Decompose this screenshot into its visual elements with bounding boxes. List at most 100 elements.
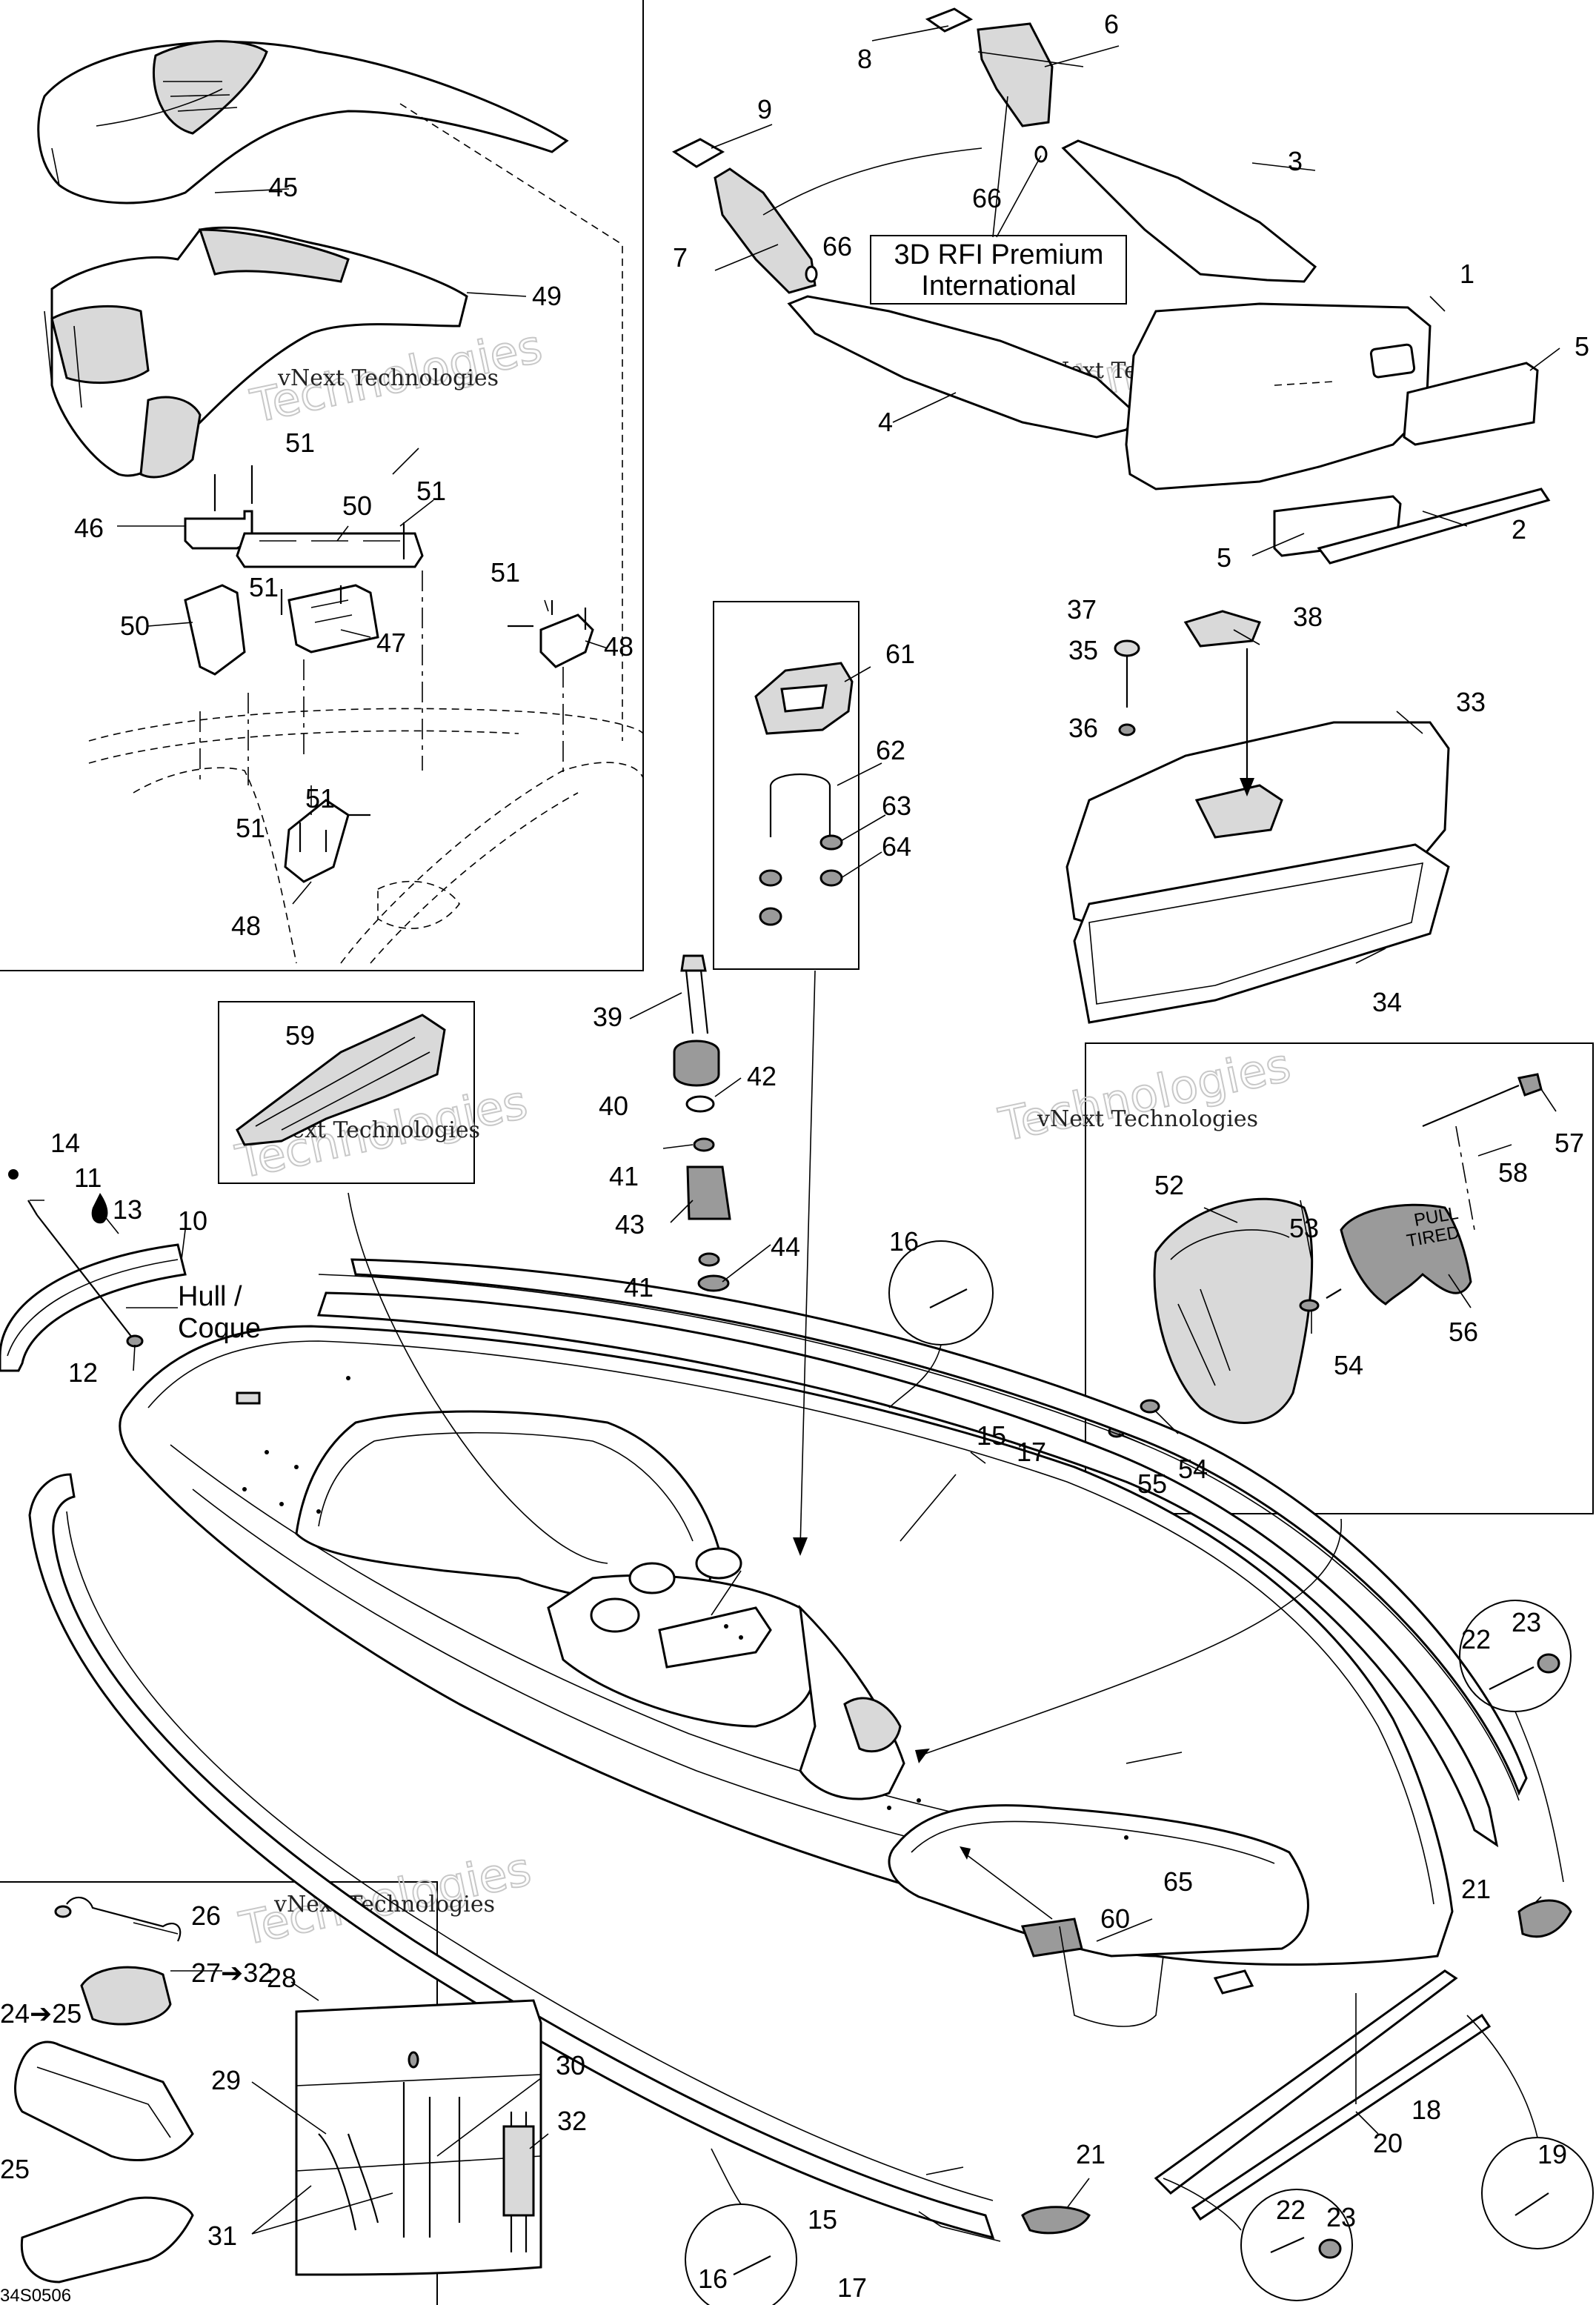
callout-47: 47 [376,628,406,658]
callout-3: 3 [1288,146,1303,176]
hull-label: Hull / Coque [178,1281,261,1344]
callout-14: 14 [50,1128,80,1158]
svg-text:Technologies: Technologies [994,1037,1295,1151]
callout-57: 57 [1555,1128,1584,1158]
callout-17: 17 [837,2272,867,2303]
callout-22: 22 [1461,1624,1491,1654]
callout-45: 45 [268,172,298,202]
callout-29: 29 [211,2065,241,2095]
handle-kit [754,662,854,926]
callout-54: 54 [1178,1454,1208,1484]
leader-lines [30,25,1560,2242]
callout-32: 32 [557,2106,587,2136]
callout-4: 4 [878,407,893,437]
callout-22: 22 [1276,2195,1306,2225]
version-box: 3D RFI Premium International [870,235,1127,305]
callout-23: 23 [1326,2202,1356,2232]
callout-37: 37 [1067,594,1097,625]
callout-40: 40 [599,1091,628,1121]
svg-text:International: International [921,270,1076,302]
callout-42: 42 [747,1061,777,1091]
callout-52: 52 [1154,1170,1184,1200]
drawing-code: 34S0506 [0,2286,71,2305]
callout-38: 38 [1293,602,1323,632]
callout-20: 20 [1373,2128,1403,2158]
callout-26: 26 [191,1900,221,1931]
callout-6: 6 [1104,9,1119,39]
callout-50: 50 [342,490,372,521]
callout-25: 25 [0,2154,30,2184]
callout-51: 51 [285,428,315,458]
storage-cover [1065,610,1450,1024]
callout-17: 17 [1017,1437,1046,1467]
callout-34: 34 [1372,987,1402,1017]
svg-text:Coque: Coque [178,1313,261,1344]
callout-15: 15 [808,2204,837,2235]
callout-66: 66 [972,183,1002,213]
callout-5: 5 [1217,542,1231,573]
svg-text:Hull /: Hull / [178,1281,242,1312]
callout-24-25: 24➔25 [0,1998,82,2029]
hull-deck [119,1258,1528,2027]
callout-19: 19 [1537,2139,1567,2169]
callout-39: 39 [593,1002,622,1032]
callout-56: 56 [1449,1317,1478,1347]
callout-9: 9 [757,94,772,124]
callout-8: 8 [857,44,872,74]
callout-21: 21 [1461,1874,1491,1904]
detail-52-58: PULL TIRED [1108,1073,1543,1438]
mats-decals [671,7,1551,565]
callout-10: 10 [178,1205,207,1236]
callout-55: 55 [1137,1469,1167,1499]
callout-49: 49 [532,281,562,311]
bumper-stack [673,954,731,1292]
detail-59 [236,1014,446,1146]
svg-text:3D RFI Premium: 3D RFI Premium [894,239,1104,270]
callout-51: 51 [416,476,446,506]
seat-assembly [37,40,644,964]
callout-64: 64 [882,831,911,862]
callout-13: 13 [113,1194,142,1225]
callout-41: 41 [624,1272,654,1303]
callout-60: 60 [1100,1903,1130,1934]
callout-51: 51 [305,783,335,814]
callout-1: 1 [1460,259,1474,289]
callout-61: 61 [885,639,915,669]
callout-23: 23 [1512,1607,1541,1637]
callout-58: 58 [1498,1157,1528,1188]
callout-33: 33 [1456,687,1486,717]
callout-18: 18 [1412,2095,1441,2125]
callout-28: 28 [267,1963,296,1993]
callout-43: 43 [615,1209,645,1240]
tool-kit [14,1896,542,2284]
callout-44: 44 [771,1231,800,1262]
callout-63: 63 [882,791,911,821]
callout-54: 54 [1334,1350,1363,1380]
callout-48: 48 [231,911,261,941]
callout-66: 66 [822,231,852,262]
callout-46: 46 [74,513,104,543]
callout-65: 65 [1163,1866,1193,1897]
svg-text:vNext Technologies: vNext Technologies [273,1892,495,1917]
callout-53: 53 [1289,1213,1319,1243]
callout-50: 50 [120,611,150,641]
callout-2: 2 [1512,514,1526,545]
svg-text:vNext Technologies: vNext Technologies [1037,1106,1258,1132]
callout-5: 5 [1575,331,1589,362]
svg-text:vNext Technologies: vNext Technologies [277,365,499,391]
right-rail-parts [685,1240,1594,2305]
callout-51: 51 [236,813,265,843]
callout-27-32: 27➔32 [191,1958,273,1988]
callout-41: 41 [609,1161,639,1191]
callout-48: 48 [604,631,634,662]
callout-16: 16 [889,1226,919,1257]
trim-10-14 [0,1169,187,1372]
callout-51: 51 [491,557,520,588]
callout-11: 11 [74,1163,102,1193]
callout-30: 30 [556,2050,585,2081]
callout-59: 59 [285,1020,315,1051]
callout-36: 36 [1068,713,1098,743]
callout-16: 16 [698,2264,728,2294]
callout-51: 51 [249,572,279,602]
